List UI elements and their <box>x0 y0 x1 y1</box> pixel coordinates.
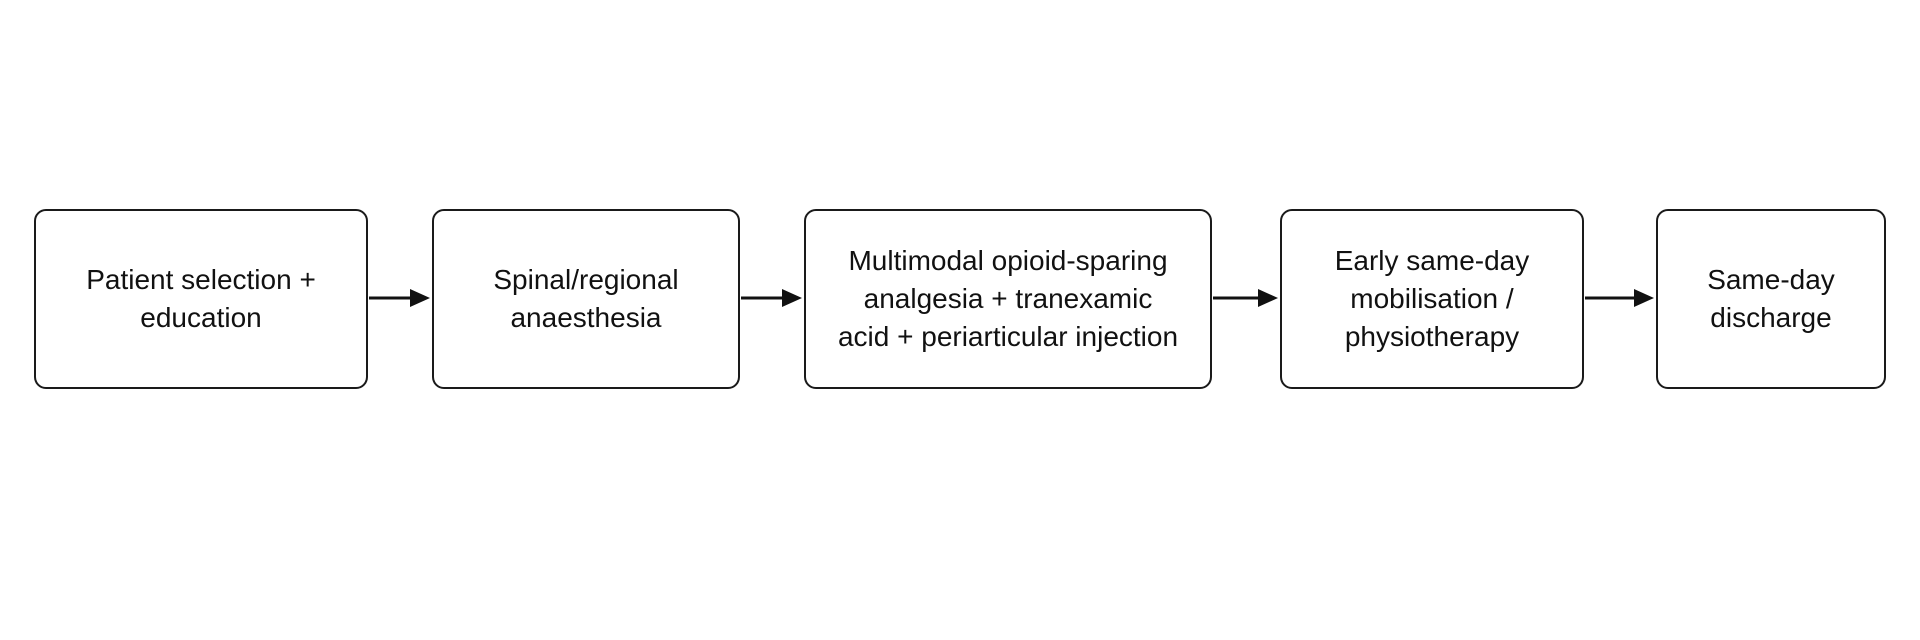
arrow-4-to-5 <box>1585 289 1654 307</box>
step-label: Spinal/regional anaesthesia <box>493 264 679 333</box>
step-same-day-discharge: Same-day discharge <box>1656 209 1886 389</box>
step-label: Same-day discharge <box>1707 264 1835 333</box>
step-patient-selection: Patient selection + education <box>34 209 368 389</box>
step-label: Multimodal opioid-sparing analgesia + tr… <box>837 245 1179 352</box>
step-early-mobilisation: Early same-day mobilisation / physiother… <box>1280 209 1584 389</box>
step-spinal-anaesthesia: Spinal/regional anaesthesia <box>432 209 740 389</box>
arrow-3-to-4 <box>1213 289 1278 307</box>
arrow-2-to-3 <box>741 289 802 307</box>
step-label: Early same-day mobilisation / physiother… <box>1334 245 1530 352</box>
step-label: Patient selection + education <box>86 264 316 333</box>
step-multimodal-analgesia: Multimodal opioid-sparing analgesia + tr… <box>804 209 1212 389</box>
arrow-1-to-2 <box>369 289 430 307</box>
